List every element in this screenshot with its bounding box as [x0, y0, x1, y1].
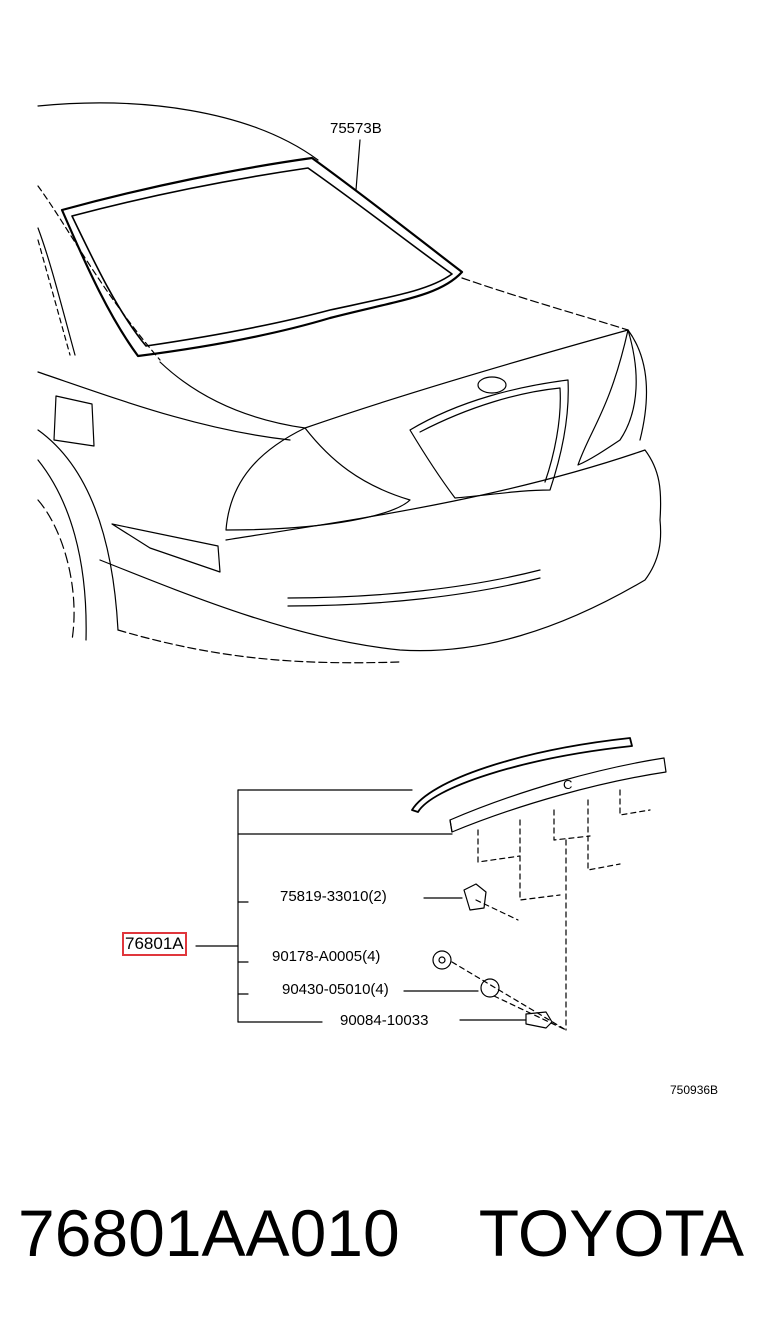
spoiler-weatherstrip: [411, 737, 633, 813]
fuel-door: [53, 395, 95, 447]
bumper-top: [225, 449, 662, 541]
callout-75573b: 75573B: [330, 120, 382, 137]
bumper-lower: [117, 629, 401, 664]
license-recess-inner: [419, 387, 561, 483]
callout-76801a-highlighted[interactable]: 76801A: [122, 932, 187, 956]
part-number: 76801AA010: [18, 1196, 400, 1270]
nut-hardware: [432, 950, 452, 970]
tail-lamp-left: [225, 427, 411, 531]
trunk-lid-front-edge: [461, 277, 629, 331]
car-rear-drawing: [37, 102, 667, 1031]
callout-bracket: [195, 789, 413, 1023]
parts-diagram: 75573B C 75819-33010(2) 76801A 90178-A00…: [37, 102, 719, 1097]
callout-90430-05010: 90430-05010(4): [282, 981, 389, 998]
tire: [37, 499, 75, 641]
wheel-arch-inner: [37, 459, 87, 641]
callout-90084-10033: 90084-10033: [340, 1012, 429, 1029]
callout-90178-a0005: 90178-A0005(4): [272, 948, 381, 965]
bumper-trim: [287, 569, 541, 599]
callout-75819-33010: 75819-33010(2): [280, 888, 387, 905]
license-recess: [409, 379, 569, 499]
rear-window-weatherstrip-inner: [71, 167, 453, 347]
leader-75573b: [355, 139, 361, 191]
bolt-hardware: [459, 1011, 553, 1029]
washer-hardware: [403, 978, 500, 998]
clip-hardware: [423, 883, 487, 911]
brand-name: TOYOTA: [478, 1196, 744, 1270]
figure-id: 750936B: [670, 1083, 719, 1097]
roof-line: [37, 102, 319, 161]
trunk-lid-rear: [627, 329, 647, 441]
side-molding: [111, 523, 221, 573]
trunk-lid-side: [159, 361, 306, 429]
spoiler-body-front: [449, 819, 453, 833]
wheel-arch-outer: [37, 429, 119, 631]
trunk-emblem: [477, 376, 507, 394]
c-pillar-line-2: [37, 239, 71, 356]
mounting-guides: [451, 789, 651, 1031]
tail-lamp-right: [577, 329, 637, 466]
bumper-trim-2: [287, 577, 541, 607]
spoiler-body-top: [449, 757, 667, 833]
trunk-lid-top: [304, 329, 629, 429]
bumper-body: [99, 519, 662, 652]
rear-window-weatherstrip-outer: [60, 156, 464, 358]
section-mark-c: C: [563, 777, 573, 792]
caption-bar: 76801AA010 TOYOTA: [0, 1180, 760, 1290]
quarter-panel-line: [37, 371, 291, 441]
c-pillar-line: [37, 227, 76, 356]
side-body-line: [37, 185, 161, 361]
